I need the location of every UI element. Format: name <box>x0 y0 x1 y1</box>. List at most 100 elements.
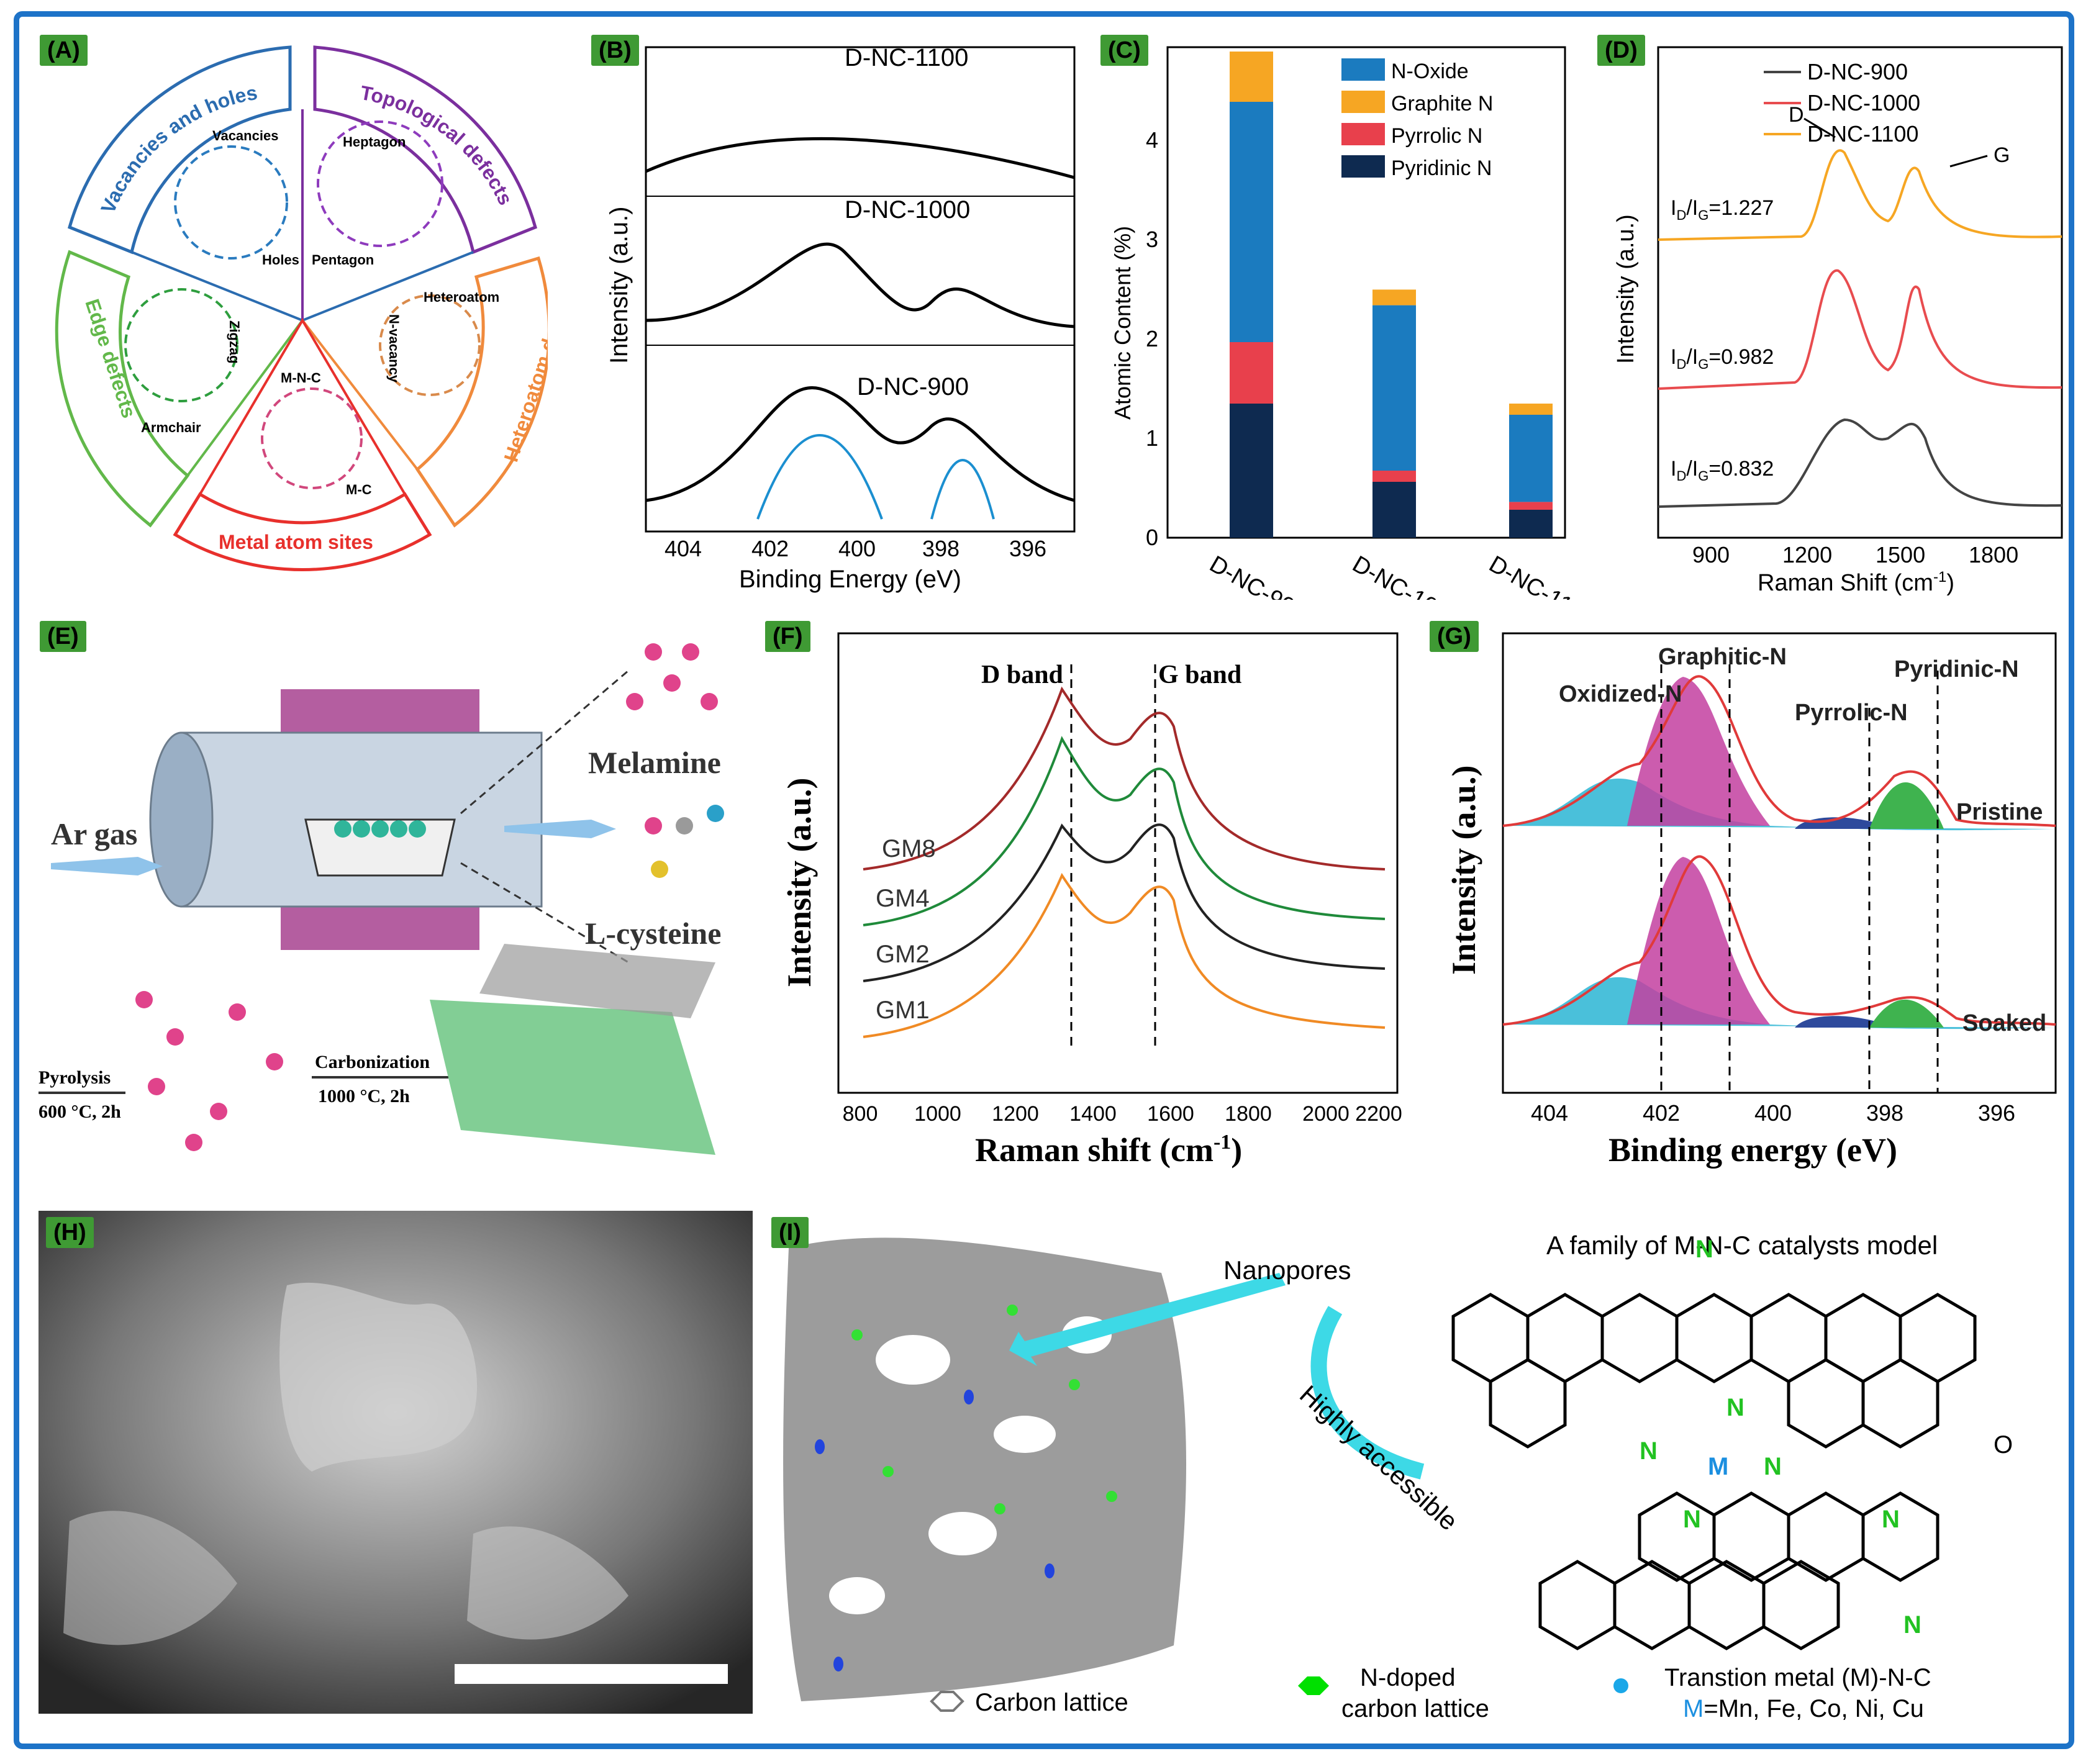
sector-label-metal: Metal atom sites <box>219 531 373 553</box>
g-tick-396: 396 <box>1978 1100 2015 1126</box>
d-tick-1500: 1500 <box>1876 542 1925 568</box>
atomic-content-chart: 0 1 2 3 4 Atomic Content (%) N-OxideGrap… <box>1110 46 1577 600</box>
c-tick-0: 0 <box>1146 525 1158 550</box>
curve-label-900: D-NC-900 <box>857 373 969 400</box>
atom-n-5: N <box>1683 1506 1701 1533</box>
tick-404: 404 <box>665 536 702 561</box>
n-doped-icon <box>1298 1676 1329 1695</box>
g-label-graphitic: Graphitic-N <box>1658 644 1787 670</box>
g-tick-398: 398 <box>1866 1100 1903 1126</box>
f-ylabel: Intensity (a.u.) <box>781 777 818 987</box>
g-label-oxidized: Oxidized-N <box>1559 681 1682 707</box>
g-tick-402: 402 <box>1643 1100 1680 1126</box>
curve-gm1: GM1 <box>876 997 930 1024</box>
legend-metal-2: M=Mn, Fe, Co, Ni, Cu <box>1683 1695 1924 1722</box>
curve-gm8: GM8 <box>882 835 936 862</box>
c-tick-4: 4 <box>1146 127 1158 153</box>
figure-frame <box>14 11 2074 1749</box>
label-n-vacancy: N-vacancy <box>386 314 402 383</box>
atom-n-1: N <box>1695 1236 1713 1263</box>
legend-swatch-1 <box>1341 91 1385 113</box>
d-arrow <box>1803 117 1836 138</box>
label-pentagon: Pentagon <box>312 252 374 268</box>
legend-label-2: Pyrrolic N <box>1391 124 1482 148</box>
c-ylabel: Atomic Content (%) <box>1110 226 1135 420</box>
label-armchair: Armchair <box>141 420 201 435</box>
g-tick-404: 404 <box>1531 1100 1568 1126</box>
d-tick-1200: 1200 <box>1782 542 1832 568</box>
f-tick-1400: 1400 <box>1069 1102 1117 1126</box>
pyrolysis-ring <box>135 991 283 1151</box>
mnc-model-diagram: Nanopores Highly accessible A family of … <box>783 1231 2013 1722</box>
legend-swatch-2 <box>1341 123 1385 145</box>
gas-arrow-out <box>504 820 616 838</box>
f-xlabel: Raman shift (cm-1) <box>975 1131 1242 1169</box>
panel-i-tag: (I) <box>771 1217 809 1248</box>
d-tick-1800: 1800 <box>1969 542 2018 568</box>
panel-c: (C) 0 1 2 3 4 Atomic Content (%) N-Oxide… <box>1093 29 1577 600</box>
bar-d-nc-1000-n-oxide <box>1372 305 1416 471</box>
tick-396: 396 <box>1009 536 1046 561</box>
d-band-label: D band <box>981 661 1063 689</box>
atom-o: O <box>1994 1431 2013 1459</box>
label-heteroatom: Heteroatom <box>424 289 499 305</box>
g-xlabel: Binding energy (eV) <box>1608 1131 1897 1169</box>
bar-d-nc-1100-graphite-n <box>1509 404 1553 415</box>
metal-lattice <box>261 387 363 489</box>
cysteine-label: L-cysteine <box>585 916 721 951</box>
defect-wheel-diagram: Vacancies and holes Topological defects … <box>55 45 548 572</box>
raman-chart-d: D-NC-900 D-NC-1000 D-NC-1100 ID/IG=1.227… <box>1613 46 2063 596</box>
panel-b: (B) D-NC-1100 D-NC-1000 D-NC-900 404 402… <box>584 29 1081 600</box>
d-legend-1000: D-NC-1000 <box>1807 90 1920 115</box>
panel-a: (A) Vacancies and holes Topological defe… <box>32 29 548 587</box>
d-ratio-1100: ID/IG=1.227 <box>1671 196 1774 223</box>
legend-swatch-0 <box>1341 58 1385 81</box>
furnace-top <box>281 689 479 733</box>
vacancy-lattice <box>174 145 288 260</box>
c-category-0: D-NC-900 <box>1205 551 1310 600</box>
atom-m: M <box>1708 1453 1728 1480</box>
c-tick-3: 3 <box>1146 227 1158 252</box>
tick-402: 402 <box>751 536 789 561</box>
d-ratio-1000: ID/IG=0.982 <box>1671 345 1774 372</box>
bar-d-nc-1100-n-oxide <box>1509 415 1553 502</box>
panel-f-tag: (F) <box>765 621 810 652</box>
panel-c-tag: (C) <box>1100 35 1148 66</box>
bar-d-nc-1000-pyrrolic-n <box>1372 471 1416 482</box>
gas-arrow-in <box>51 857 163 875</box>
scale-bar <box>455 1664 728 1684</box>
legend-ndoped-2: carbon lattice <box>1341 1695 1489 1722</box>
tick-400: 400 <box>838 536 876 561</box>
curve-label-1000: D-NC-1000 <box>845 196 970 224</box>
c-category-1: D-NC-1000 <box>1348 551 1464 600</box>
f-tick-2000: 2000 <box>1302 1102 1350 1126</box>
d-ylabel: Intensity (a.u.) <box>1613 214 1639 364</box>
accessible-label: Highly accessible <box>1294 1380 1464 1536</box>
g-label-soaked: Soaked <box>1962 1010 2046 1036</box>
xps-chart-g: Oxidized-N Graphitic-N Pyrrolic-N Pyridi… <box>1445 632 2057 1169</box>
g-tick-400: 400 <box>1754 1100 1792 1126</box>
sem-image <box>39 1211 753 1714</box>
bar-d-nc-1100-pyridinic-n <box>1509 510 1553 538</box>
d-tick-900: 900 <box>1692 542 1730 568</box>
legend-label-0: N-Oxide <box>1391 60 1469 83</box>
atom-n-6: N <box>1882 1506 1900 1533</box>
d-xlabel: Raman Shift (cm-1) <box>1758 569 1954 596</box>
label-mnc: M-N-C <box>281 370 321 386</box>
bar-d-nc-900-pyrrolic-n <box>1230 342 1273 404</box>
g-ylabel: Intensity (a.u.) <box>1445 765 1482 975</box>
precursor-spheres <box>334 820 426 838</box>
panel-e: (E) Ar gas Melamine L-cysteine Pyrolysis… <box>32 615 746 1186</box>
g-band-label: G band <box>1158 661 1241 689</box>
raman-chart-f: D band G band GM8 GM4 GM2 GM1 800 1000 1… <box>781 632 1402 1169</box>
panel-f: (F) D band G band GM8 GM4 GM2 GM1 800 10… <box>758 615 1410 1186</box>
curve-label-1100: D-NC-1100 <box>845 44 968 71</box>
carbonization-label: Carbonization <box>315 1052 430 1072</box>
f-tick-800: 800 <box>843 1102 878 1126</box>
heteroatom-lattice <box>379 294 481 396</box>
c-tick-2: 2 <box>1146 326 1158 351</box>
metal-site-icon <box>1613 1678 1628 1693</box>
legend-carbon: Carbon lattice <box>975 1689 1128 1716</box>
carbon-lattice-network <box>783 1237 1186 1701</box>
atom-n-4: N <box>1764 1453 1782 1480</box>
